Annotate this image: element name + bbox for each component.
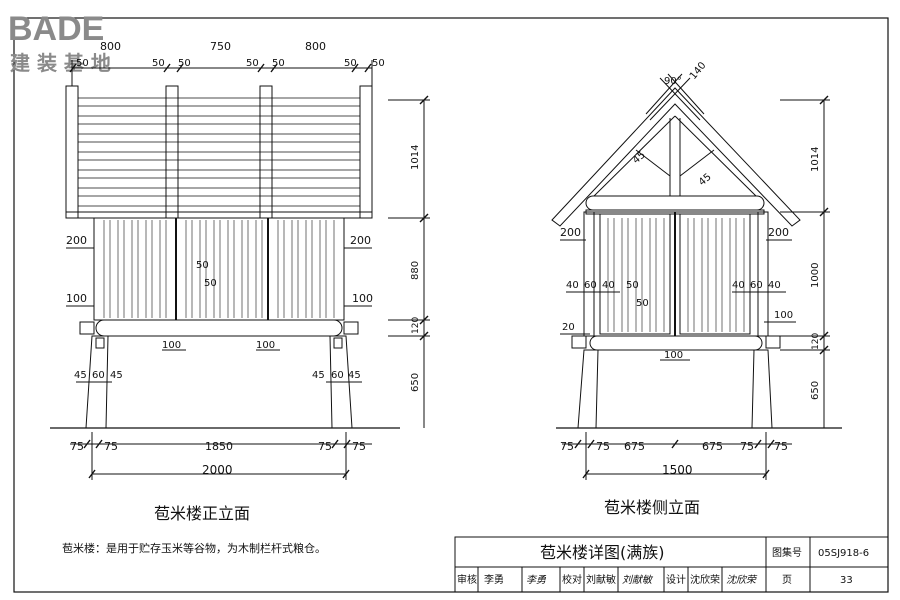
side-elevation [551, 73, 842, 480]
front-bottom-1850: 1850 [205, 440, 233, 453]
side-elevation-title: 苞米楼侧立面 [604, 498, 700, 517]
front-dim-50-g: 50 [372, 58, 385, 69]
side-right-100: 100 [774, 310, 793, 321]
drawing-title: 苞米楼详图(满族) [540, 543, 665, 562]
side-left-20: 20 [562, 322, 575, 333]
side-truss-angle-2: 45 [697, 172, 714, 189]
front-height-1014: 1014 [410, 145, 421, 170]
designer-name: 沈欣荣 [690, 573, 720, 586]
side-bottom-675a: 675 [624, 440, 645, 453]
review-label: 审核 [457, 573, 477, 586]
front-bottom-75a: 75 [70, 440, 84, 453]
front-right-45a: 45 [312, 370, 325, 381]
front-elevation [50, 60, 430, 480]
front-dim-800-right: 800 [305, 40, 326, 53]
atlas-number: 05SJ918-6 [818, 548, 869, 559]
side-total-1500: 1500 [662, 463, 693, 477]
check-label: 校对 [562, 573, 582, 586]
side-truss-angle-1: 45 [631, 150, 648, 167]
page-number: 33 [840, 575, 853, 586]
side-bottom-675b: 675 [702, 440, 723, 453]
front-dim-50-e: 50 [272, 58, 285, 69]
side-roof-angle: 90° [664, 76, 682, 87]
logo-subtitle: 建 装 基 地 [10, 51, 111, 75]
side-bottom-75a: 75 [560, 440, 574, 453]
title-block [454, 536, 889, 593]
side-right-40a: 40 [732, 280, 745, 291]
front-left-60: 60 [92, 370, 105, 381]
front-total-2000: 2000 [202, 463, 233, 477]
logo-name: BADE [8, 10, 104, 48]
side-roof-overhang: 140 [688, 60, 709, 82]
side-right-40b: 40 [768, 280, 781, 291]
front-right-60: 60 [331, 370, 344, 381]
front-elevation-title: 苞米楼正立面 [154, 504, 250, 523]
side-bottom-75b: 75 [596, 440, 610, 453]
side-right-60: 60 [750, 280, 763, 291]
reviewer-signature: 李勇 [526, 574, 547, 586]
front-bottom-75d: 75 [352, 440, 366, 453]
side-height-1000: 1000 [810, 263, 821, 288]
front-right-45b: 45 [348, 370, 361, 381]
atlas-label: 图集号 [772, 546, 802, 559]
drawing-note: 苞米楼：是用于贮存玉米等谷物，为木制栏杆式粮仓。 [62, 542, 326, 555]
checker-signature: 刘献敏 [622, 574, 654, 586]
front-left-200: 200 [66, 234, 87, 247]
front-dimensions: 800 750 800 50 50 50 50 50 50 50 1014 88… [66, 40, 421, 523]
side-dimensions: 90° 140 45 45 1014 1000 120 650 200 40 6… [560, 60, 821, 517]
front-height-650: 650 [410, 373, 421, 392]
front-left-100: 100 [66, 292, 87, 305]
sheet-border [13, 17, 889, 593]
front-mid-100a: 100 [162, 340, 181, 351]
front-height-120: 120 [411, 317, 421, 334]
front-bottom-75b: 75 [104, 440, 118, 453]
front-dim-800-left: 800 [100, 40, 121, 53]
side-mid-100: 100 [664, 350, 683, 361]
front-height-880: 880 [410, 261, 421, 280]
side-left-40b: 40 [602, 280, 615, 291]
page-label: 页 [782, 574, 792, 586]
front-left-45a: 45 [74, 370, 87, 381]
front-dim-750: 750 [210, 40, 231, 53]
front-right-100: 100 [352, 292, 373, 305]
design-label: 设计 [666, 573, 686, 586]
side-height-1014: 1014 [810, 147, 821, 172]
side-mid-50a: 50 [626, 280, 639, 291]
front-dim-50-c: 50 [178, 58, 191, 69]
reviewer-name: 李勇 [484, 573, 504, 586]
front-dim-50-f: 50 [344, 58, 357, 69]
front-mid-50a: 50 [196, 260, 209, 271]
front-dim-50-a: 50 [76, 58, 89, 69]
front-right-200: 200 [350, 234, 371, 247]
designer-signature: 沈欣荣 [726, 574, 758, 586]
side-right-200: 200 [768, 226, 789, 239]
side-mid-50b: 50 [636, 298, 649, 309]
title-block-text: 苞米楼详图(满族) 图集号 05SJ918-6 审核 李勇 李勇 校对 刘献敏 … [457, 543, 869, 586]
side-height-650: 650 [810, 381, 821, 400]
side-bottom-75c: 75 [740, 440, 754, 453]
front-mid-100b: 100 [256, 340, 275, 351]
checker-name: 刘献敏 [586, 573, 616, 586]
side-left-60: 60 [584, 280, 597, 291]
logo: BADE 建 装 基 地 [8, 10, 111, 75]
side-bottom-75d: 75 [774, 440, 788, 453]
front-dim-50-b: 50 [152, 58, 165, 69]
front-bottom-75c: 75 [318, 440, 332, 453]
side-height-120: 120 [811, 333, 821, 350]
front-mid-50b: 50 [204, 278, 217, 289]
front-left-45b: 45 [110, 370, 123, 381]
side-left-40a: 40 [566, 280, 579, 291]
side-left-200: 200 [560, 226, 581, 239]
front-dim-50-d: 50 [246, 58, 259, 69]
